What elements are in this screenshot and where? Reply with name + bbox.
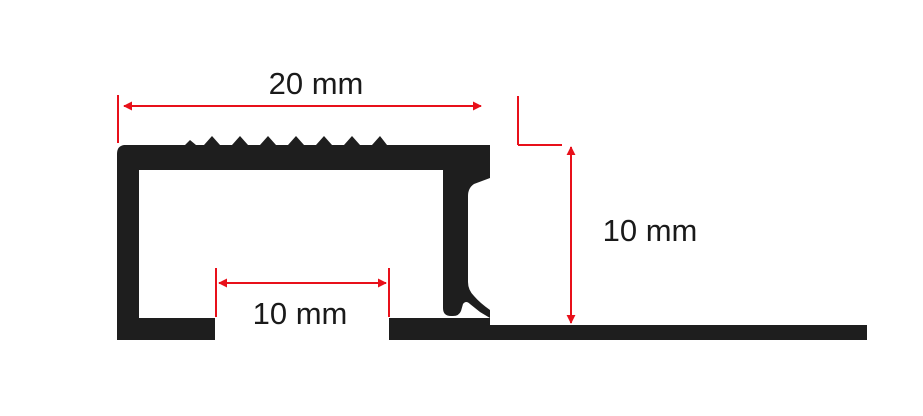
- height-label: 10 mm: [603, 213, 698, 248]
- top-width-label: 20 mm: [269, 66, 364, 101]
- profile-shape: [117, 136, 867, 340]
- bottom-gap-label: 10 mm: [253, 296, 348, 331]
